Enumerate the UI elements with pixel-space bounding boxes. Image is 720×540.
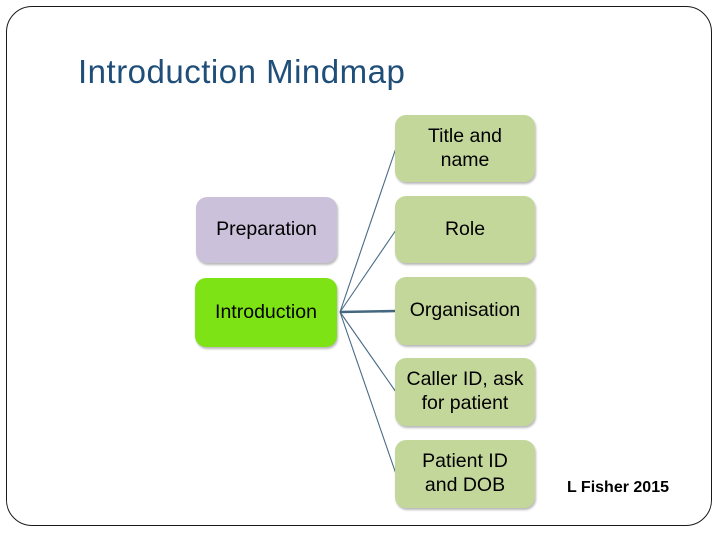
mindmap-node-title-and-name: Title and name <box>395 115 535 182</box>
slide-title: Introduction Mindmap <box>78 53 406 90</box>
mindmap-node-introduction: Introduction <box>195 278 337 347</box>
mindmap-node-role: Role <box>395 196 535 263</box>
mindmap-node-patient-id: Patient ID and DOB <box>395 440 535 508</box>
slide-footer-credit: L Fisher 2015 <box>567 479 669 496</box>
mindmap-node-organisation: Organisation <box>395 277 535 345</box>
mindmap-node-caller-id: Caller ID, ask for patient <box>395 358 535 426</box>
mindmap-node-preparation: Preparation <box>196 197 337 263</box>
slide-border <box>6 6 712 526</box>
